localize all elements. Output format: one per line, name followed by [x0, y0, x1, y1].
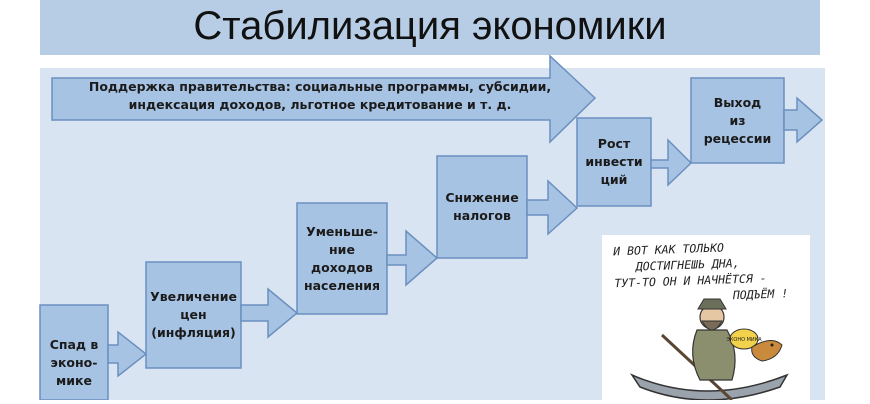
step-label-tax-cut: Снижение налогов: [445, 190, 519, 223]
government-support-text: Поддержка правительства: социальные прог…: [60, 76, 580, 116]
banner-line-1: Поддержка правительства: социальные прог…: [88, 79, 552, 94]
cartoon-illustration: ЭКОНО МИКА: [602, 235, 810, 402]
connector-arrow-3: [386, 229, 439, 287]
connector-arrow-4: [526, 179, 579, 236]
boat-illustration: [629, 373, 789, 401]
dog-eye: [770, 343, 774, 347]
step-label-investment-growth: Рост инвести ций: [585, 136, 643, 187]
government-support-arrow: [51, 54, 597, 144]
step-box-tax-cut: [436, 155, 528, 259]
step-box-investment-growth: [576, 117, 652, 207]
figure-beard: [701, 320, 723, 331]
title-band: [40, 0, 820, 55]
step-box-income-decrease: [296, 202, 388, 315]
page-title: Стабилизация экономики: [193, 4, 667, 48]
connector-arrow-6: [783, 96, 824, 144]
step-label-income-decrease: Уменьше- ние доходов населения: [303, 223, 380, 293]
connector-arrow-5: [650, 138, 693, 187]
connector-arrow-1: [107, 330, 148, 378]
step-label-recession: Спад в эконо- мике: [49, 337, 99, 388]
figure-hat: [697, 298, 727, 310]
economy-sign-text: ЭКОНО МИКА: [726, 337, 762, 343]
step-label-recession-exit: Выход из рецессии: [703, 94, 772, 146]
economy-sign: [729, 328, 759, 350]
cartoon-caption: И ВОТ КАК ТОЛЬКО ДОСТИГНЕШЬ ДНА, ТУТ-ТО …: [612, 240, 789, 303]
dog-illustration: [751, 340, 783, 362]
cartoon-drawing: ЭКОНО МИКА: [629, 298, 789, 402]
connector-arrow-2: [240, 287, 299, 339]
step-label-inflation: Увеличение цен (инфляция): [150, 289, 237, 340]
step-box-inflation: [145, 261, 242, 369]
banner-line-2: индексация доходов, льготное кредитовани…: [128, 97, 512, 112]
step-box-recession-exit: [690, 77, 785, 164]
